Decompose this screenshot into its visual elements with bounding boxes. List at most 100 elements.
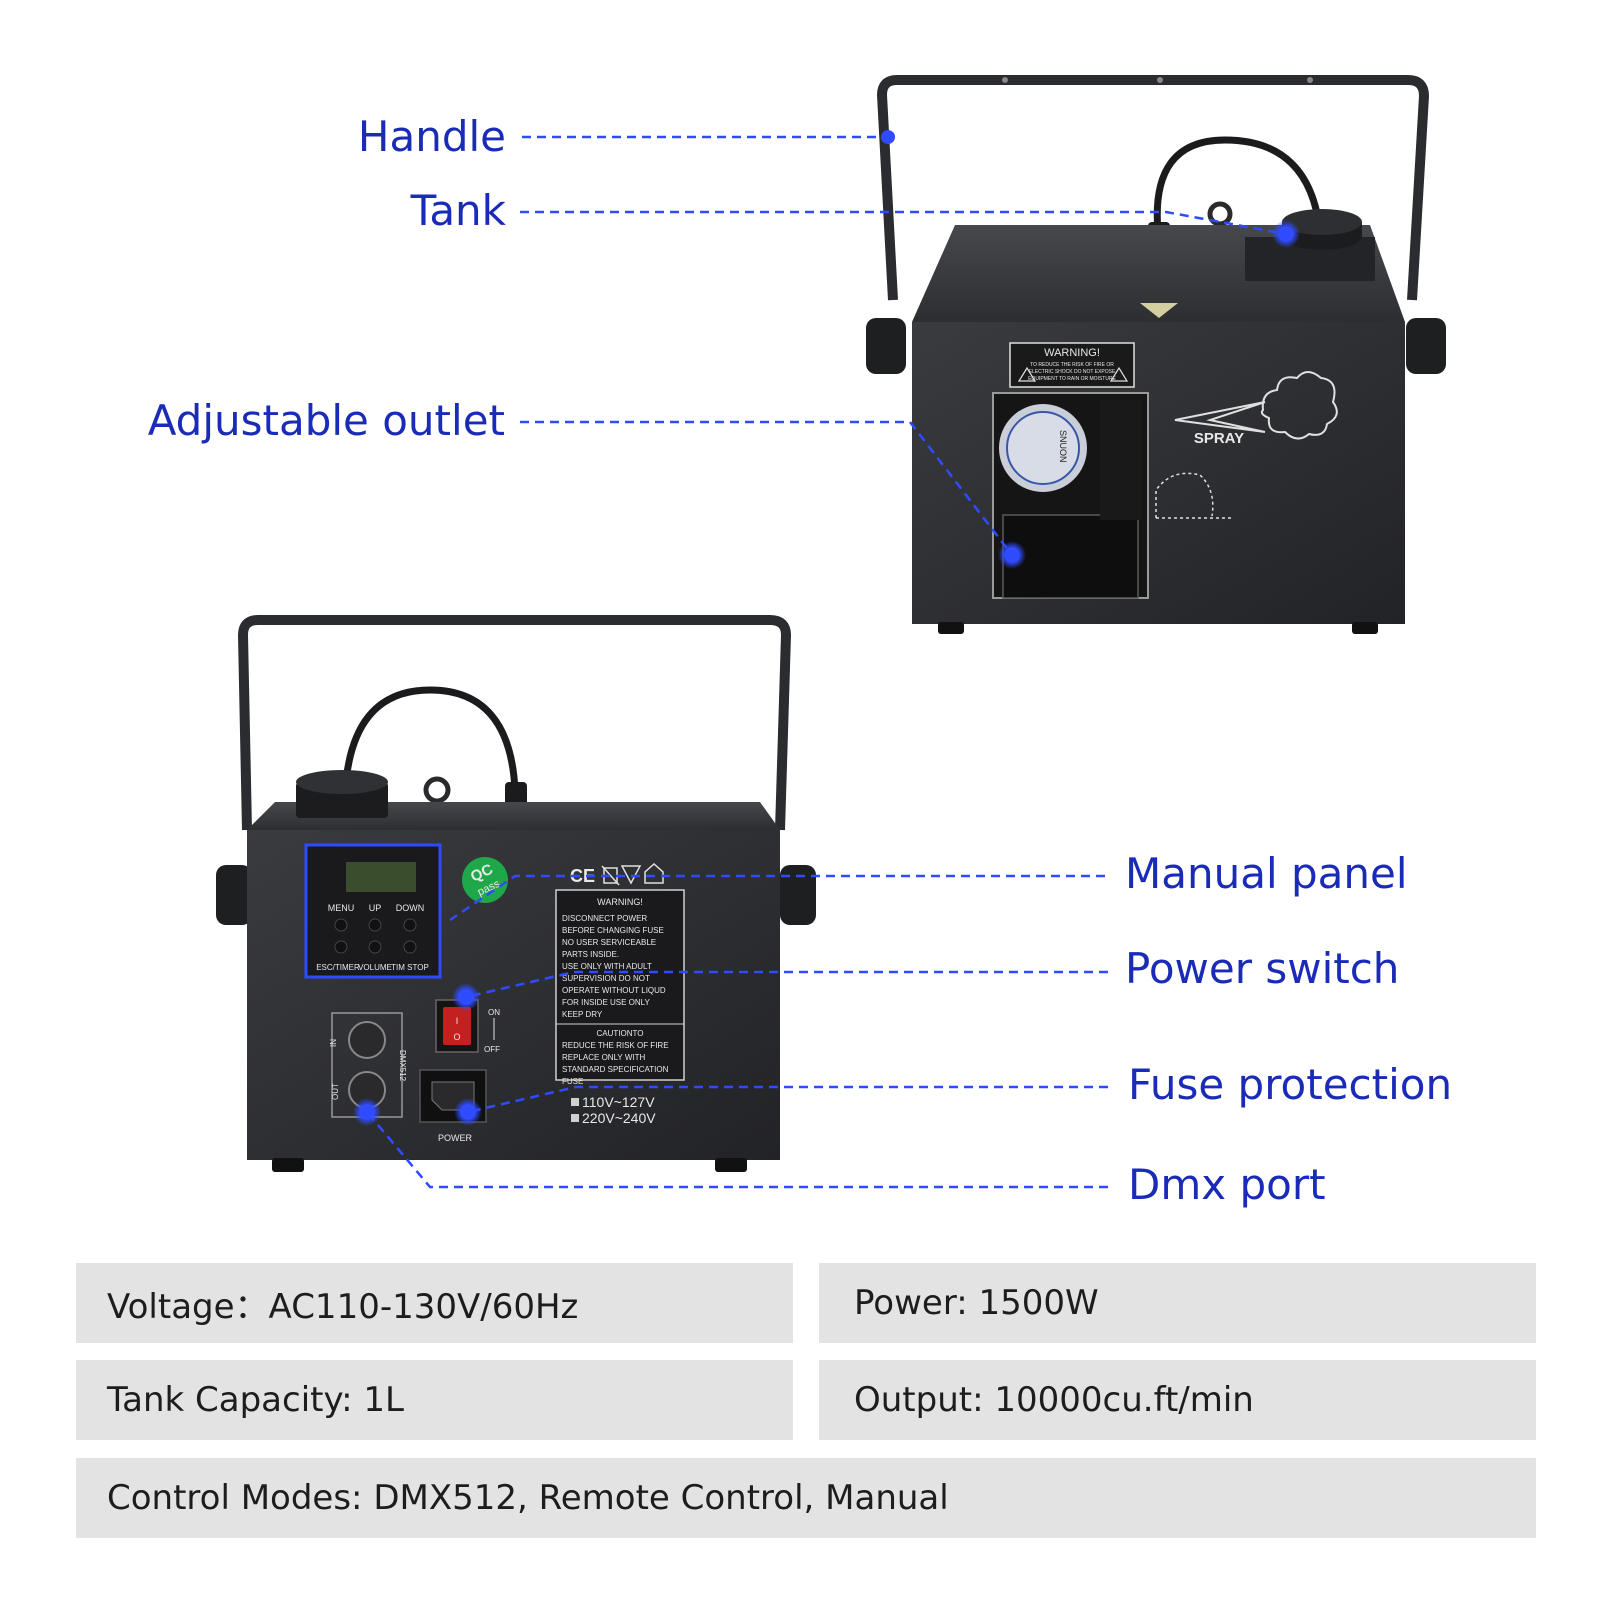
warning-line: BEFORE CHANGING FUSE bbox=[562, 926, 664, 935]
caution-line: FUSE bbox=[562, 1077, 583, 1086]
tank-cap-top bbox=[1282, 209, 1362, 235]
front-body bbox=[912, 322, 1405, 624]
foot bbox=[272, 1158, 304, 1172]
front-warning-label bbox=[1009, 342, 1135, 388]
fuse-dot bbox=[462, 1106, 474, 1118]
warning-line: NO USER SERVICEABLE bbox=[562, 938, 656, 947]
dmx-leader-line bbox=[366, 1111, 1108, 1189]
panel-button-down bbox=[403, 918, 417, 932]
voltage-option: 220V~240V bbox=[582, 1110, 656, 1126]
dmx-dot bbox=[361, 1106, 373, 1118]
label-tank: Tank bbox=[410, 186, 506, 235]
label-fuse-protection: Fuse protection bbox=[1128, 1060, 1453, 1109]
left-knob bbox=[866, 318, 906, 374]
power-switch bbox=[443, 1007, 471, 1045]
panel-label-down: DOWN bbox=[396, 903, 425, 913]
back-warning-lines: DISCONNECT POWER BEFORE CHANGING FUSE NO… bbox=[562, 914, 666, 1019]
warning-line: PARTS INSIDE. bbox=[562, 950, 619, 959]
warning-line: USE ONLY WITH ADULT bbox=[562, 962, 652, 971]
spray-arrow-icon bbox=[1174, 401, 1266, 433]
handle-screw bbox=[1002, 77, 1008, 83]
panel-button-up bbox=[368, 918, 382, 932]
cable-plug bbox=[505, 782, 527, 808]
warning-line: DISCONNECT POWER bbox=[562, 914, 647, 923]
warning-triangle-icon bbox=[1109, 366, 1129, 382]
manual-panel-leader-line bbox=[449, 874, 1105, 922]
front-warning-line: ELECTRIC SHOCK DO NOT EXPOSE bbox=[1029, 369, 1116, 375]
panel-label-menu: MENU bbox=[328, 903, 355, 913]
spec-voltage: Voltage：AC110-130V/60Hz bbox=[76, 1263, 793, 1343]
voltage-checkbox bbox=[571, 1098, 579, 1106]
label-power-switch: Power switch bbox=[1125, 944, 1400, 993]
back-cable bbox=[341, 686, 519, 796]
caution-lines: REDUCE THE RISK OF FIRE REPLACE ONLY WIT… bbox=[562, 1041, 669, 1086]
warning-line: SUPERVISION DO NOT bbox=[562, 974, 650, 983]
ce-mark: CE bbox=[570, 866, 595, 886]
panel-button-timstop bbox=[403, 940, 417, 954]
fuse-leader-line bbox=[467, 1085, 1108, 1114]
eyebolt bbox=[423, 776, 451, 804]
front-cable bbox=[1153, 136, 1324, 233]
panel-label-volume: VOLUME bbox=[358, 963, 392, 972]
switch-on-glyph: I bbox=[456, 1016, 459, 1026]
caution-line: REPLACE ONLY WITH bbox=[562, 1053, 646, 1062]
qc-pass-badge: QC pass bbox=[462, 857, 508, 903]
front-warning-title: WARNING! bbox=[1044, 347, 1100, 359]
panel-label-esc: ESC/TIMER bbox=[316, 963, 360, 972]
back-warning-label bbox=[555, 889, 685, 1081]
label-dmx-port: Dmx port bbox=[1128, 1160, 1326, 1209]
warning-line: OPERATE WITHOUT LIQUD bbox=[562, 986, 666, 995]
back-handle bbox=[238, 615, 791, 831]
label-handle: Handle bbox=[357, 112, 506, 161]
smoke-cloud-icon bbox=[1260, 371, 1338, 440]
foot bbox=[938, 622, 964, 634]
handle-screw bbox=[1157, 77, 1163, 83]
weee-bin-icon bbox=[601, 865, 620, 886]
power-label: POWER bbox=[438, 1133, 473, 1143]
warning-line: KEEP DRY bbox=[562, 1010, 603, 1019]
power-switch-leader-line bbox=[465, 970, 1108, 999]
left-knob bbox=[216, 865, 252, 925]
voltage-checkbox bbox=[571, 1114, 579, 1122]
right-knob bbox=[1406, 318, 1446, 374]
tank-leader-line bbox=[520, 210, 1287, 236]
spec-power: Power: 1500W bbox=[819, 1263, 1536, 1343]
tank-cap-top bbox=[296, 770, 388, 794]
back-machine: MENU UP DOWN ESC/TIMER VOLUME TIM STOP Q… bbox=[216, 615, 816, 1172]
power-switch-dot bbox=[460, 991, 472, 1003]
panel-label-up: UP bbox=[369, 903, 382, 913]
switch-off-glyph: O bbox=[453, 1032, 460, 1042]
dmx-out-label: OUT bbox=[331, 1083, 340, 1100]
label-manual-panel: Manual panel bbox=[1125, 849, 1408, 898]
tank-dot bbox=[1280, 228, 1292, 240]
warning-triangle-icon bbox=[1017, 366, 1037, 382]
switch-on-label: ON bbox=[488, 1008, 500, 1017]
panel-button-menu bbox=[334, 918, 348, 932]
caution-line: STANDARD SPECIFICATION bbox=[562, 1065, 669, 1074]
outlet-dot bbox=[1006, 549, 1018, 561]
panel-lcd bbox=[346, 862, 416, 892]
dmx-in-port bbox=[348, 1021, 386, 1059]
switch-off-label: OFF bbox=[484, 1045, 500, 1054]
dmx512-label: DMX512 bbox=[398, 1050, 407, 1082]
panel-button-volume bbox=[368, 940, 382, 954]
fan-label bbox=[1006, 411, 1080, 485]
caution-title: CAUTIONTO bbox=[597, 1029, 644, 1038]
handle-dot bbox=[881, 130, 895, 144]
f-mark-icon bbox=[620, 865, 642, 885]
voltage-option: 110V~127V bbox=[582, 1094, 655, 1110]
spec-tank-capacity: Tank Capacity: 1L bbox=[76, 1360, 793, 1440]
fan-brand: SNUON bbox=[1058, 430, 1068, 463]
foot bbox=[715, 1158, 747, 1172]
callout-dots bbox=[353, 130, 1300, 1126]
label-adjustable-outlet: Adjustable outlet bbox=[147, 396, 505, 445]
outlet-bracket bbox=[1100, 400, 1142, 520]
front-handle bbox=[877, 75, 1429, 301]
dmx-in-label: IN bbox=[329, 1039, 338, 1047]
right-knob bbox=[780, 865, 816, 925]
caution-line: REDUCE THE RISK OF FIRE bbox=[562, 1041, 669, 1050]
indoor-use-icon bbox=[644, 862, 664, 884]
eyebolt bbox=[1207, 201, 1233, 227]
front-warning-line: TO REDUCE THE RISK OF FIRE OR bbox=[1030, 362, 1114, 368]
